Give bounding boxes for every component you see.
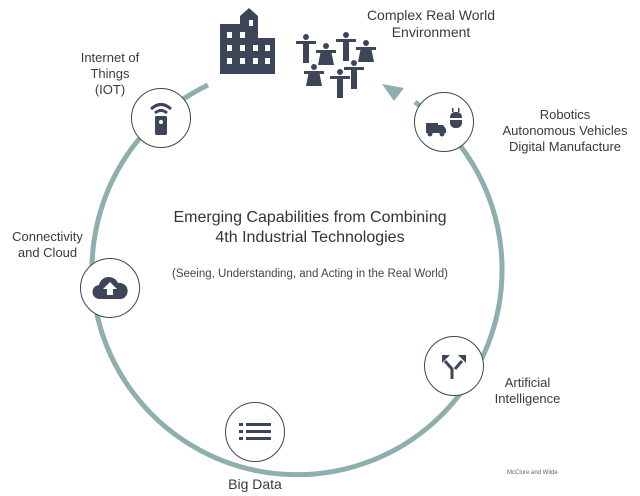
- truck-robot-icon: [426, 108, 462, 137]
- credit: McClure and Wilde: [507, 470, 558, 476]
- environment-label: Complex Real World Environment: [366, 7, 496, 40]
- center-subtitle: (Seeing, Understanding, and Acting in th…: [172, 268, 448, 280]
- robotics-label: Robotics Autonomous Vehicles Digital Man…: [502, 107, 628, 154]
- node-robotics: [414, 92, 474, 152]
- building-icon: [220, 8, 275, 74]
- node-cloud: [80, 258, 140, 318]
- bigdata-label: Big Data: [228, 476, 282, 492]
- cloud-label: Connectivity and Cloud: [12, 229, 83, 260]
- node-ai: [424, 336, 484, 396]
- ai-label: Artificial Intelligence: [494, 375, 561, 406]
- center-title: Emerging Capabilities from Combining 4th…: [173, 209, 447, 246]
- list-icon: [239, 423, 271, 440]
- node-iot: [131, 88, 191, 148]
- node-bigdata: [225, 402, 285, 462]
- remote-wifi-icon: [149, 103, 173, 135]
- cloud-upload-icon: [92, 276, 128, 300]
- people-crowd-icon: [296, 32, 376, 98]
- iot-label: Internet of Things (IOT): [80, 50, 140, 97]
- arrow-head-icon: [382, 84, 404, 101]
- split-arrows-icon: [442, 355, 466, 379]
